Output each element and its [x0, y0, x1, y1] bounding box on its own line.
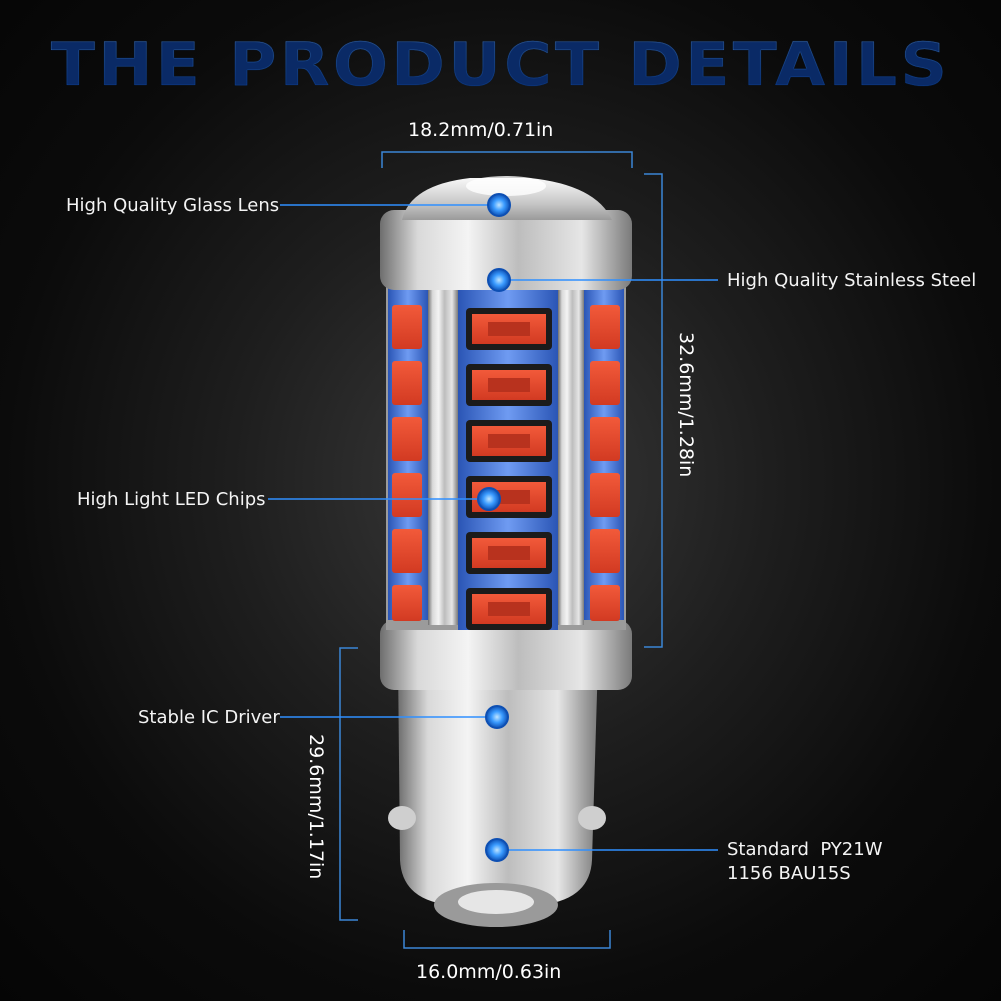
led-chips-center [466, 308, 552, 630]
lower-collar [380, 620, 632, 690]
page-title: THE PRODUCT DETAILS [0, 30, 1001, 100]
callout-stainless-steel: High Quality Stainless Steel [727, 270, 977, 291]
callout-leaders [268, 204, 718, 851]
callout-standard-line1: Standard PY21W [727, 839, 883, 860]
dimension-lines [339, 151, 663, 949]
callout-dot-chips [477, 487, 501, 511]
base-width-dimension: 16.0mm/0.63in [416, 961, 562, 983]
callout-dot-driver [485, 705, 509, 729]
base-height-dimension: 29.6mm/1.17in [305, 734, 327, 880]
callout-standard-line2: 1156 BAU15S [727, 863, 851, 884]
bulb-base [398, 660, 598, 905]
callout-ic-driver: Stable IC Driver [138, 707, 280, 728]
callout-dot-standard [485, 838, 509, 862]
upper-collar [380, 210, 632, 290]
led-chips-left [392, 305, 422, 621]
callout-dot-steel [487, 268, 511, 292]
callout-dot-lens [487, 193, 511, 217]
callout-glass-lens: High Quality Glass Lens [66, 195, 280, 216]
led-chips-right [590, 305, 620, 621]
base-pin-right [578, 806, 606, 830]
callout-dots [477, 193, 511, 862]
body-height-dimension: 32.6mm/1.28in [675, 332, 697, 478]
callout-led-chips: High Light LED Chips [77, 489, 266, 510]
top-width-dimension: 18.2mm/0.71in [408, 119, 554, 141]
base-pin-left [388, 806, 416, 830]
